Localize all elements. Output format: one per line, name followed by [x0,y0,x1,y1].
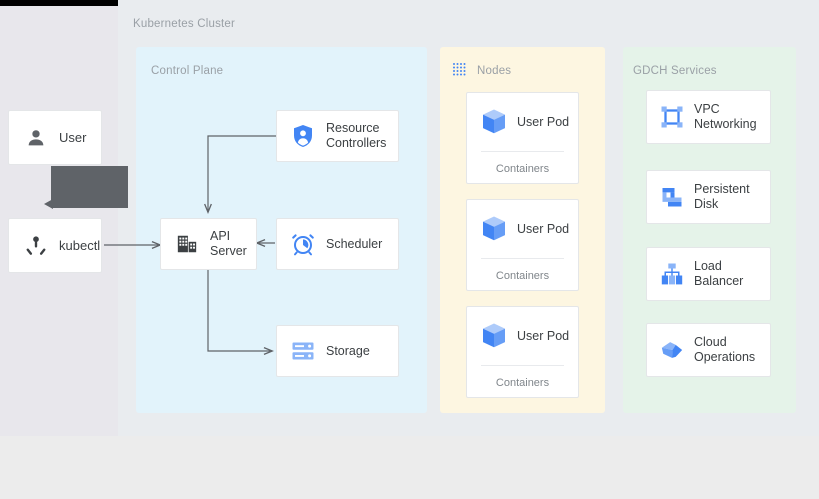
card-label: User Pod [517,114,570,129]
load-balancer-icon [660,262,684,286]
card-resource-controllers[interactable]: Resource Controllers [276,110,399,162]
card-label: User Pod [517,328,570,343]
pod-subtitle: Containers [495,162,550,175]
card-label: User Pod [517,221,570,236]
divider [481,151,564,152]
kubectl-icon [23,235,49,257]
vpc-network-icon [660,105,684,129]
top-black-bar [0,0,118,6]
card-label: User [59,130,87,145]
pod-subtitle: Containers [495,269,550,282]
card-label: Resource Controllers [326,121,387,150]
card-label: Load Balancer [694,259,744,288]
cube-icon [481,108,507,136]
shield-person-icon [291,124,315,148]
card-vpc-networking[interactable]: VPC Networking [646,90,771,144]
divider [481,258,564,259]
card-user-pod-1[interactable]: User Pod Containers [466,92,579,184]
card-persistent-disk[interactable]: Persistent Disk [646,170,771,224]
cloud-operations-icon [660,338,684,362]
card-label: VPC Networking [694,102,757,131]
page-title: Kubernetes Cluster [133,18,236,30]
pod-header: User Pod [467,307,578,365]
group-label-control-plane: Control Plane [151,65,224,77]
cube-icon [481,215,507,243]
card-user[interactable]: User [8,110,102,165]
card-scheduler[interactable]: Scheduler [276,218,399,270]
persistent-disk-icon [660,185,684,209]
alarm-clock-icon [291,232,315,256]
card-label: Cloud Operations [694,335,756,364]
tooltip-callout-tail [44,199,53,209]
tooltip-callout [51,166,128,208]
bottom-background-fill [0,436,819,499]
card-kubectl[interactable]: kubectl [8,218,102,273]
card-label: API Server [210,229,247,258]
group-label-nodes: Nodes [477,65,512,77]
card-user-pod-3[interactable]: User Pod Containers [466,306,579,398]
card-cloud-operations[interactable]: Cloud Operations [646,323,771,377]
cube-icon [481,322,507,350]
card-label: kubectl [59,238,101,253]
building-icon [175,233,199,255]
card-storage[interactable]: Storage [276,325,399,377]
card-load-balancer[interactable]: Load Balancer [646,247,771,301]
person-icon [23,127,49,149]
card-label: Persistent Disk [694,182,750,211]
card-label: Storage [326,343,370,358]
divider [481,365,564,366]
group-label-gdch-services: GDCH Services [633,65,717,77]
pod-header: User Pod [467,93,578,151]
dot-grid-icon [452,62,468,78]
card-user-pod-2[interactable]: User Pod Containers [466,199,579,291]
card-label: Scheduler [326,236,383,251]
card-api-server[interactable]: API Server [160,218,257,270]
server-rack-icon [291,341,315,361]
pod-subtitle: Containers [495,376,550,389]
pod-header: User Pod [467,200,578,258]
